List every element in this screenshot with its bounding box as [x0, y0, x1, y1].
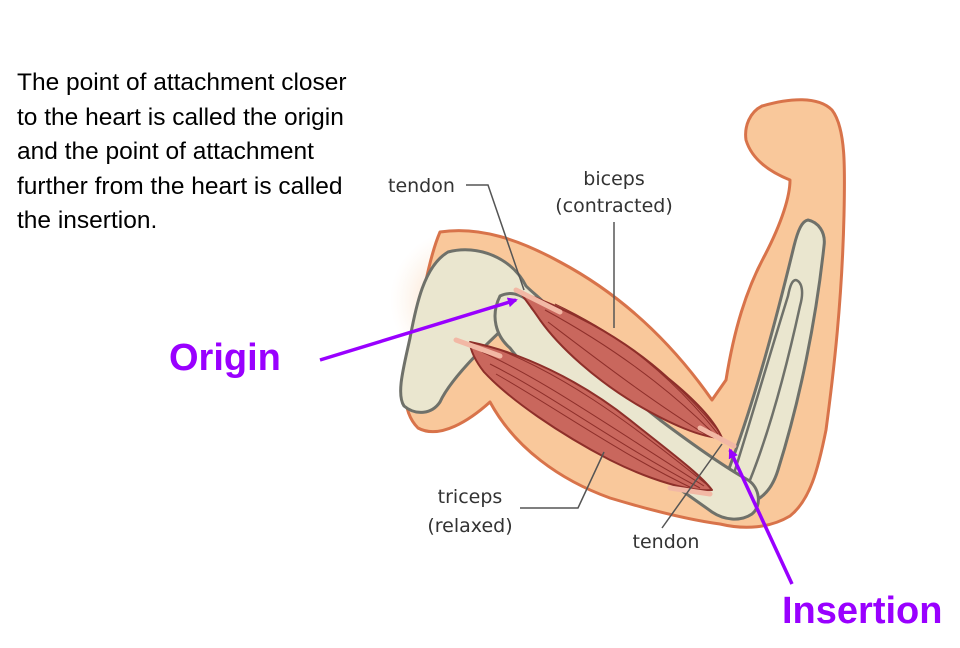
- biceps-insertion-tendon: [697, 425, 737, 449]
- biceps-muscle: [519, 291, 723, 439]
- insertion-callout: Insertion: [782, 590, 943, 632]
- label-tendon-bottom: tendon: [633, 531, 700, 553]
- label-tendon-top: tendon: [388, 175, 455, 197]
- biceps-origin-tendon: [513, 287, 563, 315]
- label-triceps-state: (relaxed): [427, 515, 512, 537]
- origin-arrow: [319, 297, 518, 362]
- leader-line-triceps: [520, 451, 605, 509]
- insertion-arrow: [728, 448, 794, 585]
- description-text: The point of attachment closer to the he…: [17, 69, 347, 234]
- leader-line-tendon-bottom: [661, 443, 723, 529]
- leader-line-tendon-top: [466, 184, 525, 291]
- arm-skin: [404, 98, 847, 529]
- label-biceps-state: (contracted): [555, 195, 673, 217]
- label-biceps-name: biceps: [583, 168, 644, 190]
- triceps-muscle: [469, 341, 713, 492]
- triceps-origin-tendon: [453, 337, 503, 359]
- triceps-insertion-tendon: [667, 485, 713, 497]
- label-triceps-name: triceps: [438, 486, 503, 508]
- origin-callout: Origin: [169, 337, 281, 379]
